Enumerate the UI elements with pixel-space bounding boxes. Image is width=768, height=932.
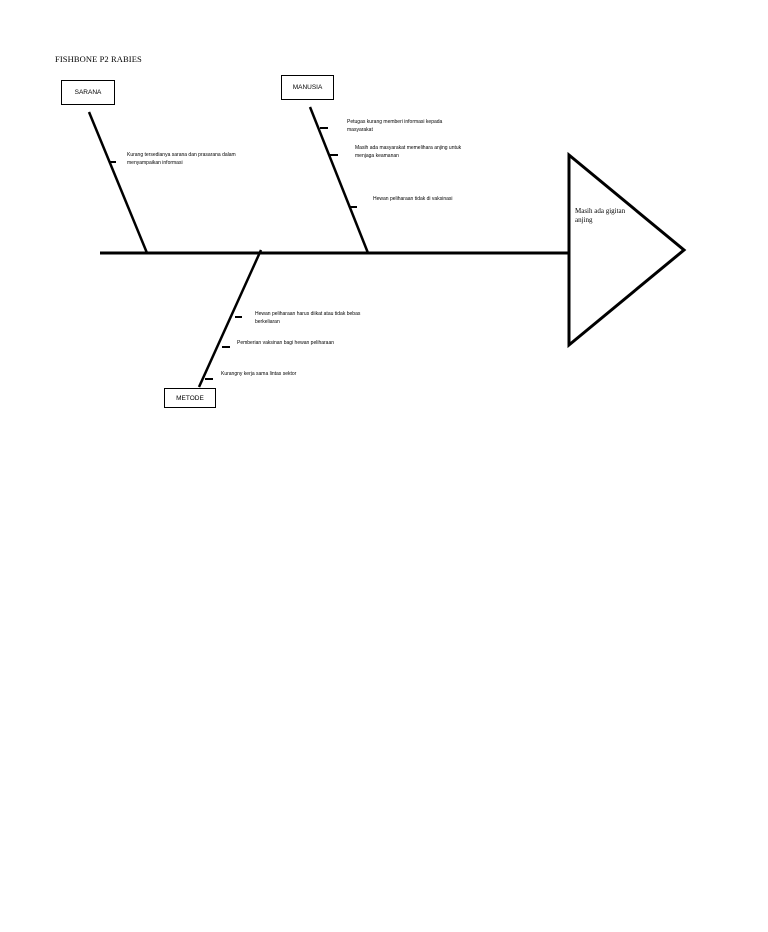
cause-text: Hewan peliharaan tidak di vaksinasi <box>373 196 453 202</box>
sarana-bone <box>87 111 149 254</box>
category-box-metode: METODE <box>164 388 216 408</box>
category-box-sarana: SARANA <box>61 80 115 105</box>
problem-statement: Masih ada gigitan anjing <box>575 207 626 224</box>
cause-text: Masih ada masyarakat memelihara anjing u… <box>355 145 462 159</box>
metode-bone <box>197 249 263 388</box>
cause-text: Hewan peliharaan harus diikat atau tidak… <box>255 311 361 325</box>
fish-head-triangle <box>567 151 687 349</box>
cause-text: Pemberian vaksinan bagi hewan peliharaan <box>237 340 335 346</box>
cause-text: Kurangny kerja sama lintas sektor <box>221 371 297 377</box>
cause-text: Kurang tersedianya sarana dan prasarana … <box>127 152 236 166</box>
page-title: FISHBONE P2 RABIES <box>55 54 142 64</box>
category-box-manusia: MANUSIA <box>281 75 334 100</box>
cause-text: Petugas kurang memberi informasi kepada … <box>347 119 443 133</box>
manusia-bone <box>308 106 370 254</box>
